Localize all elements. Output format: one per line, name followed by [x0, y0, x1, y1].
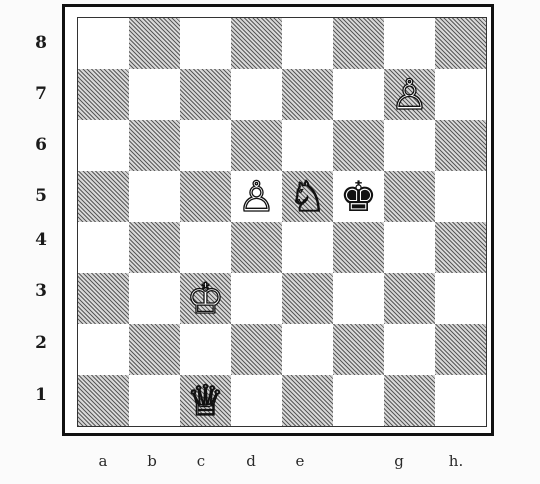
square-f5[interactable]: ♚ — [333, 171, 384, 222]
rank-label-6: 6 — [35, 135, 47, 155]
square-e6[interactable] — [282, 120, 333, 171]
square-f7[interactable] — [333, 69, 384, 120]
square-c1[interactable]: ♕ — [180, 375, 231, 426]
file-label-b: b — [147, 452, 157, 470]
square-c7[interactable] — [180, 69, 231, 120]
square-b6[interactable] — [129, 120, 180, 171]
square-e8[interactable] — [282, 18, 333, 69]
square-h7[interactable] — [435, 69, 486, 120]
square-e5[interactable]: ♘ — [282, 171, 333, 222]
square-e4[interactable] — [282, 222, 333, 273]
square-g2[interactable] — [384, 324, 435, 375]
file-label-h: h. — [448, 452, 464, 470]
chess-board: ♙♙♘♚♔♕ — [77, 17, 487, 427]
square-h4[interactable] — [435, 222, 486, 273]
square-g5[interactable] — [384, 171, 435, 222]
square-f2[interactable] — [333, 324, 384, 375]
square-h6[interactable] — [435, 120, 486, 171]
square-g4[interactable] — [384, 222, 435, 273]
square-a5[interactable] — [78, 171, 129, 222]
square-d6[interactable] — [231, 120, 282, 171]
file-label-d: d — [246, 452, 256, 470]
square-c3[interactable]: ♔ — [180, 273, 231, 324]
square-h8[interactable] — [435, 18, 486, 69]
white-king-piece[interactable]: ♔ — [186, 273, 225, 323]
square-b5[interactable] — [129, 171, 180, 222]
file-label-e: e — [295, 452, 305, 470]
rank-label-7: 7 — [35, 84, 47, 104]
square-f8[interactable] — [333, 18, 384, 69]
square-d4[interactable] — [231, 222, 282, 273]
square-b2[interactable] — [129, 324, 180, 375]
square-e2[interactable] — [282, 324, 333, 375]
square-d5[interactable]: ♙ — [231, 171, 282, 222]
square-h3[interactable] — [435, 273, 486, 324]
square-g6[interactable] — [384, 120, 435, 171]
square-f4[interactable] — [333, 222, 384, 273]
square-d8[interactable] — [231, 18, 282, 69]
square-d3[interactable] — [231, 273, 282, 324]
square-e3[interactable] — [282, 273, 333, 324]
square-a1[interactable] — [78, 375, 129, 426]
square-c4[interactable] — [180, 222, 231, 273]
square-b4[interactable] — [129, 222, 180, 273]
white-jester-piece[interactable]: ♙ — [237, 171, 276, 221]
square-a3[interactable] — [78, 273, 129, 324]
white-queen-piece[interactable]: ♕ — [186, 375, 225, 425]
square-h2[interactable] — [435, 324, 486, 375]
file-label-c: c — [196, 452, 206, 470]
square-a2[interactable] — [78, 324, 129, 375]
square-f1[interactable] — [333, 375, 384, 426]
square-b3[interactable] — [129, 273, 180, 324]
square-d2[interactable] — [231, 324, 282, 375]
square-a7[interactable] — [78, 69, 129, 120]
file-label-g: g — [394, 452, 404, 470]
square-c5[interactable] — [180, 171, 231, 222]
square-d1[interactable] — [231, 375, 282, 426]
square-c6[interactable] — [180, 120, 231, 171]
square-c8[interactable] — [180, 18, 231, 69]
square-g8[interactable] — [384, 18, 435, 69]
square-g1[interactable] — [384, 375, 435, 426]
square-a4[interactable] — [78, 222, 129, 273]
square-e1[interactable] — [282, 375, 333, 426]
black-king-piece[interactable]: ♚ — [339, 172, 378, 221]
square-d7[interactable] — [231, 69, 282, 120]
white-knight-piece[interactable]: ♘ — [288, 171, 327, 221]
square-g7[interactable]: ♙ — [384, 69, 435, 120]
square-b7[interactable] — [129, 69, 180, 120]
square-b8[interactable] — [129, 18, 180, 69]
rank-label-2: 2 — [35, 333, 47, 353]
square-g3[interactable] — [384, 273, 435, 324]
square-h5[interactable] — [435, 171, 486, 222]
square-a6[interactable] — [78, 120, 129, 171]
file-label-a: a — [98, 452, 108, 470]
square-h1[interactable] — [435, 375, 486, 426]
rank-label-4: 4 — [35, 230, 47, 250]
square-f3[interactable] — [333, 273, 384, 324]
rank-label-5: 5 — [35, 186, 47, 206]
square-c2[interactable] — [180, 324, 231, 375]
square-a8[interactable] — [78, 18, 129, 69]
square-f6[interactable] — [333, 120, 384, 171]
white-jester-piece[interactable]: ♙ — [390, 69, 429, 119]
square-b1[interactable] — [129, 375, 180, 426]
rank-label-8: 8 — [35, 33, 47, 53]
rank-label-3: 3 — [35, 281, 47, 301]
rank-label-1: 1 — [35, 385, 47, 405]
square-e7[interactable] — [282, 69, 333, 120]
